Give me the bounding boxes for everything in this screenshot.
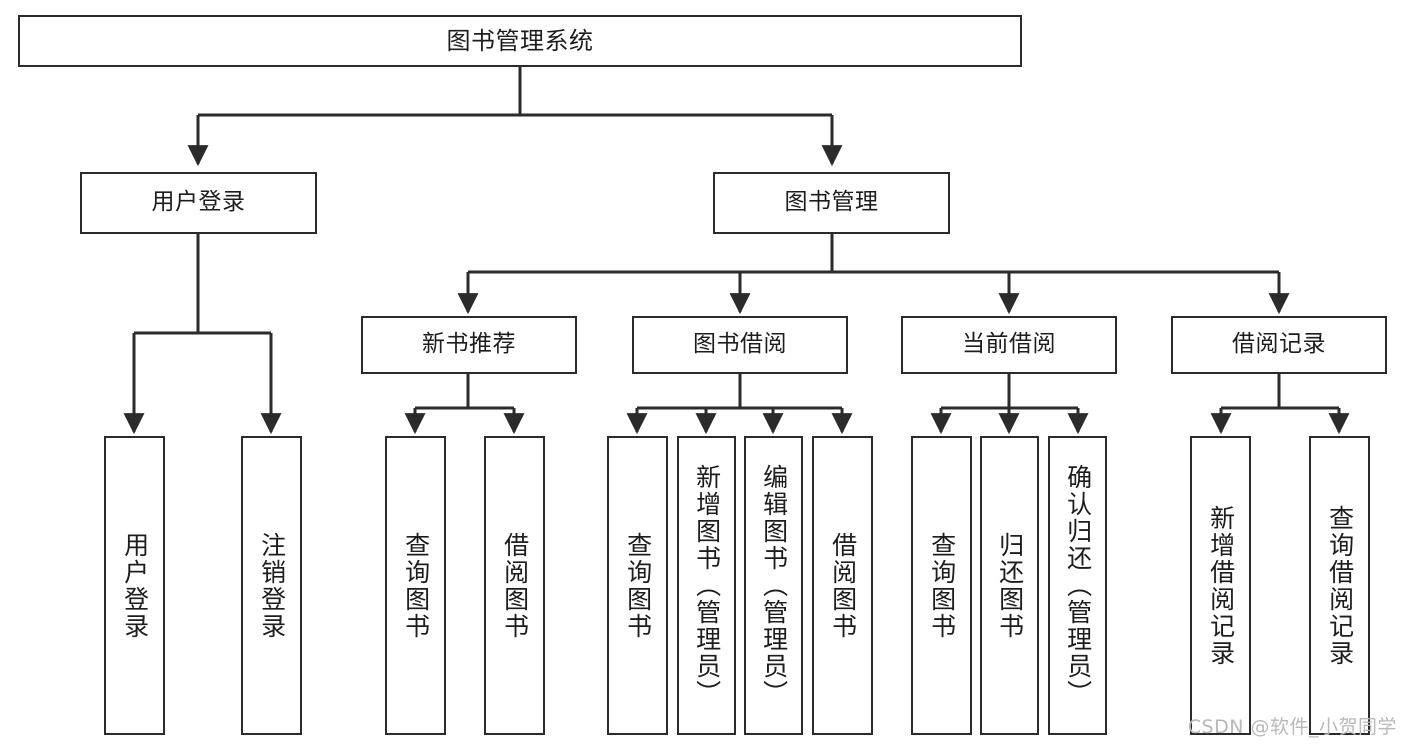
node-label: 查询图书: [401, 531, 431, 640]
leaf-edit-book-admin[interactable]: 编辑图书（管理员）: [744, 436, 803, 735]
leaf-borrow-book-borrowing[interactable]: 借阅图书: [812, 436, 873, 735]
node-label: 归还图书: [995, 531, 1025, 640]
leaf-borrow-book-new-rec[interactable]: 借阅图书: [484, 436, 545, 735]
node-label: 新增图书（管理员）: [692, 464, 722, 707]
leaf-add-borrow-record[interactable]: 新增借阅记录: [1190, 436, 1251, 735]
leaf-logout-login[interactable]: 注销登录: [241, 436, 302, 735]
leaf-query-book-new-rec[interactable]: 查询图书: [385, 436, 446, 735]
node-label: 图书管理: [784, 189, 879, 216]
node-label: 当前借阅: [962, 331, 1056, 358]
node-label: 借阅记录: [1232, 331, 1326, 358]
node-label: 用户登录: [120, 531, 150, 640]
node-label: 新增借阅记录: [1206, 504, 1236, 667]
node-label: 图书借阅: [693, 331, 787, 358]
node-label: 注销登录: [257, 531, 287, 640]
leaf-add-book-admin[interactable]: 新增图书（管理员）: [677, 436, 736, 735]
node-new-book-recommendation[interactable]: 新书推荐: [361, 316, 577, 374]
node-borrowing-record[interactable]: 借阅记录: [1171, 316, 1387, 374]
node-label: 查询图书: [623, 531, 653, 640]
node-user-login[interactable]: 用户登录: [80, 172, 317, 234]
node-label: 借阅图书: [828, 531, 858, 640]
node-label: 查询图书: [927, 531, 957, 640]
leaf-query-book-borrowing[interactable]: 查询图书: [607, 436, 668, 735]
node-label: 查询借阅记录: [1325, 504, 1355, 667]
node-root-book-management-system[interactable]: 图书管理系统: [18, 15, 1022, 67]
node-book-management[interactable]: 图书管理: [713, 172, 950, 234]
leaf-query-book-current[interactable]: 查询图书: [911, 436, 972, 735]
leaf-user-login[interactable]: 用户登录: [104, 436, 165, 735]
node-book-borrowing[interactable]: 图书借阅: [632, 316, 848, 374]
node-label: 用户登录: [151, 189, 246, 216]
leaf-return-book[interactable]: 归还图书: [980, 436, 1039, 735]
leaf-query-borrow-record[interactable]: 查询借阅记录: [1309, 436, 1370, 735]
leaf-confirm-return-admin[interactable]: 确认归还（管理员）: [1048, 436, 1107, 735]
node-label: 借阅图书: [500, 531, 530, 640]
node-label: 确认归还（管理员）: [1063, 464, 1093, 707]
node-current-borrowing[interactable]: 当前借阅: [901, 316, 1117, 374]
node-label: 新书推荐: [422, 331, 516, 358]
node-label: 图书管理系统: [446, 26, 594, 55]
node-label: 编辑图书（管理员）: [759, 464, 789, 707]
